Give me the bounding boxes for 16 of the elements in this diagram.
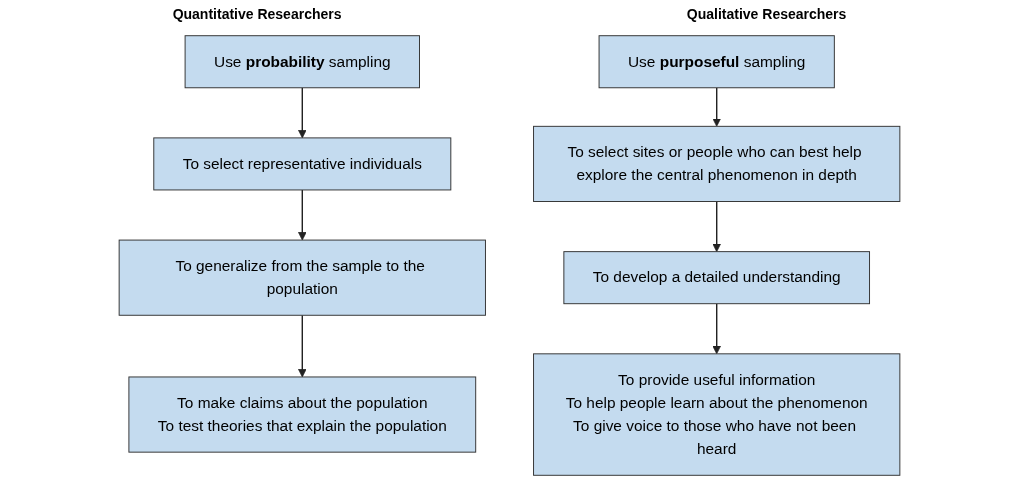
- node-box: To select representative individuals: [153, 137, 452, 191]
- column-heading: Quantitative Researchers: [172, 6, 342, 22]
- node-box: To provide useful information To help people learn about the phenomenon To give voice to those who have not been heard: [533, 353, 901, 476]
- arrow: [712, 200, 721, 253]
- node-box: Use probability sampling: [184, 35, 420, 89]
- node-box: To make claims about the population To test theories that explain the population: [128, 376, 477, 453]
- node-box: To select sites or people who can best help explore the central phenomenon in depth: [533, 125, 901, 202]
- node-box: To generalize from the sample to the population: [118, 239, 486, 316]
- arrow: [298, 189, 307, 241]
- arrow: [298, 87, 307, 139]
- arrow: [712, 302, 721, 355]
- arrow: [298, 314, 307, 378]
- arrow: [712, 87, 721, 127]
- node-box: Use purposeful sampling: [598, 35, 835, 89]
- node-box: To develop a detailed understanding: [563, 251, 870, 305]
- column-heading: Qualitative Researchers: [686, 6, 847, 22]
